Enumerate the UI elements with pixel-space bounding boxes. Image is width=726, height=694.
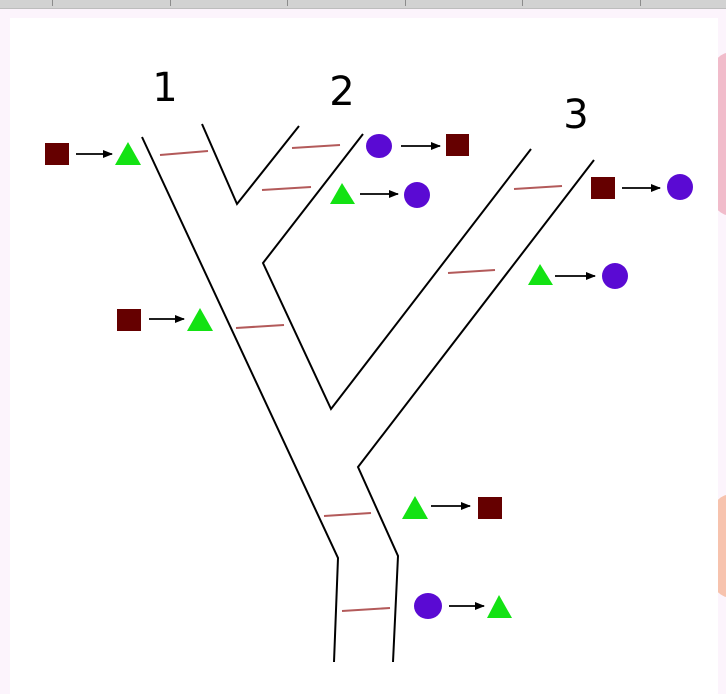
transition-7 [402,496,502,519]
square-icon [478,497,502,519]
mutation-mark [513,185,563,190]
triangle-icon [487,595,512,618]
branch-label-1: 1 [152,65,177,111]
circle-icon [414,593,442,619]
outline-right-trunk [356,159,595,663]
transition-6 [117,308,213,331]
square-icon [446,134,469,156]
ruler-tick [170,0,171,6]
mutation-mark [235,324,285,329]
triangle-icon [402,496,428,519]
mutation-mark [323,512,372,517]
ruler-tick [522,0,523,6]
circle-icon [602,263,628,289]
mutation-mark [261,186,312,191]
transition-3 [330,182,430,208]
circle-icon [366,134,392,158]
top-ruler [0,0,726,9]
outline-left-trunk [141,136,340,663]
circle-icon [667,174,693,200]
mutation-mark [341,607,391,612]
branch-label-3: 3 [563,92,588,138]
ruler-tick [287,0,288,6]
tree-outline [141,123,595,663]
triangle-icon [187,308,213,331]
mutation-mark [447,269,496,274]
transition-1 [45,142,141,165]
ruler-tick [52,0,53,6]
mutation-mark [291,144,341,149]
transition-8 [414,593,512,619]
outline-branch-2-3-notch [261,133,532,411]
ruler-tick [405,0,406,6]
transition-4 [591,174,693,200]
transition-2 [366,134,469,158]
branch-label-2: 2 [329,69,354,115]
transition-5 [528,263,628,289]
square-icon [591,177,615,199]
branch-labels: 1 2 3 [152,65,588,138]
square-icon [45,143,69,165]
triangle-icon [115,142,141,165]
outline-branch-1-2-notch [201,123,300,206]
triangle-icon [528,264,553,285]
mutation-mark [159,150,209,156]
triangle-icon [330,183,355,204]
circle-icon [404,182,430,208]
square-icon [117,309,141,331]
mutation-marks [159,144,563,612]
diagram-panel [10,18,718,694]
ruler-tick [640,0,641,6]
